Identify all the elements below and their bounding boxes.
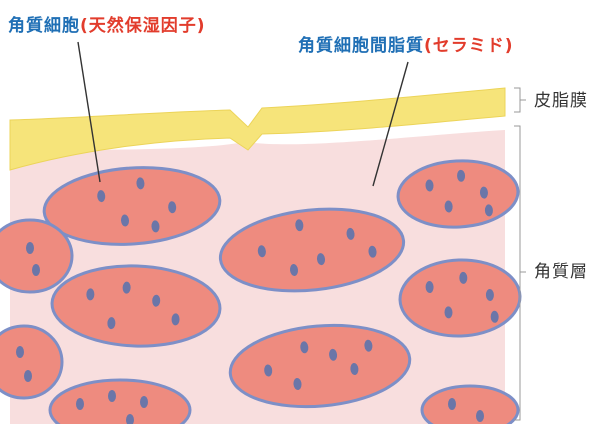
lipid-label-main: 角質細胞間脂質 [298,36,424,56]
sebum-bracket [514,88,520,112]
corneum-bracket [514,126,520,420]
corneocyte-cell [422,386,518,424]
lipid-label: 角質細胞間脂質(セラミド) [298,36,514,56]
corneocyte-label: 角質細胞(天然保湿因子) [8,16,206,36]
nmf-dot [26,242,34,254]
nmf-dot [108,390,116,402]
corneocyte-body [422,386,518,424]
nmf-dot [448,398,456,410]
nmf-dot [16,346,24,358]
lipid-label-paren: (セラミド) [424,36,514,56]
corneocyte-cell [0,220,72,292]
nmf-dot [140,396,148,408]
nmf-dot [24,370,32,382]
corneocyte-body [0,326,62,398]
corneocyte-label-main: 角質細胞 [8,16,80,36]
sebum-layer-label: 皮脂膜 [534,91,588,111]
corneocyte-label-paren: (天然保湿因子) [80,16,206,36]
nmf-dot [476,410,484,422]
nmf-dot [76,398,84,410]
corneocyte-cell [0,326,62,398]
nmf-dot [32,264,40,276]
corneocyte-body [0,220,72,292]
stratum-corneum-label: 角質層 [534,262,588,282]
